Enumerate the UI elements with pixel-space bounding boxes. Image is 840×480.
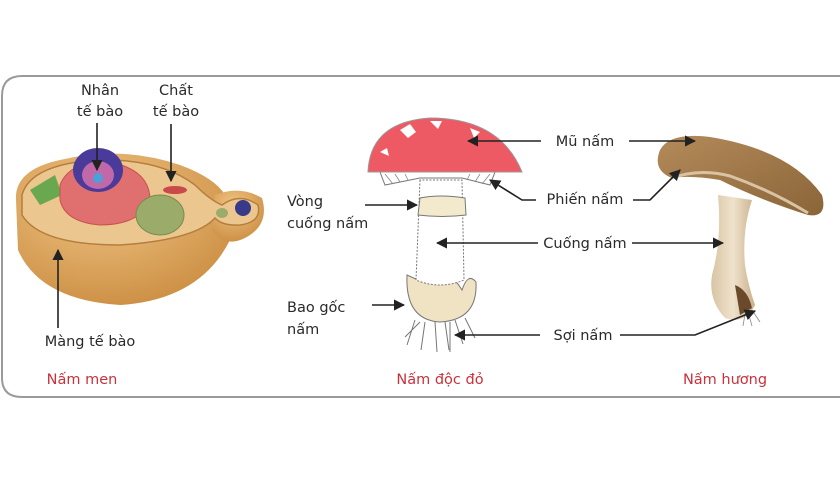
svg-text:cuống nấm: cuống nấm bbox=[287, 215, 368, 232]
svg-text:Chất: Chất bbox=[159, 83, 193, 99]
svg-text:tế bào: tế bào bbox=[77, 103, 123, 120]
svg-text:nấm: nấm bbox=[287, 322, 319, 338]
shiitake-stem bbox=[711, 195, 755, 320]
gills-arrow-left bbox=[489, 179, 536, 201]
shiitake-cap bbox=[657, 135, 824, 216]
svg-text:Bao gốc: Bao gốc bbox=[287, 299, 345, 316]
volva-label: Bao gốc nấm bbox=[287, 299, 345, 338]
amanita-caption: Nấm độc đỏ bbox=[396, 372, 483, 388]
cytoplasm-label: Chất tế bào bbox=[153, 83, 199, 120]
amanita-illustration bbox=[367, 117, 523, 353]
cap-label: Mũ nấm bbox=[556, 134, 615, 150]
svg-text:tế bào: tế bào bbox=[153, 103, 199, 120]
nucleus-label: Nhân tế bào bbox=[77, 83, 123, 120]
svg-text:Nhân: Nhân bbox=[81, 83, 119, 99]
yeast-cell-illustration bbox=[15, 148, 264, 305]
hyphae-label: Sợi nấm bbox=[554, 328, 613, 344]
yeast-caption: Nấm men bbox=[47, 372, 118, 388]
gills-arrow-right bbox=[633, 169, 681, 201]
stem-label: Cuống nấm bbox=[543, 235, 626, 252]
shiitake-illustration bbox=[657, 135, 824, 327]
ring-label: Vòng cuống nấm bbox=[287, 194, 368, 232]
shiitake-caption: Nấm hương bbox=[683, 372, 767, 388]
hyphae-arrow-right bbox=[620, 309, 757, 336]
ring bbox=[417, 195, 467, 217]
membrane-label: Màng tế bào bbox=[45, 333, 136, 350]
svg-text:Vòng: Vòng bbox=[287, 194, 323, 210]
amanita-cap bbox=[367, 117, 523, 173]
gills-label: Phiến nấm bbox=[547, 191, 624, 208]
frame bbox=[1, 75, 840, 398]
